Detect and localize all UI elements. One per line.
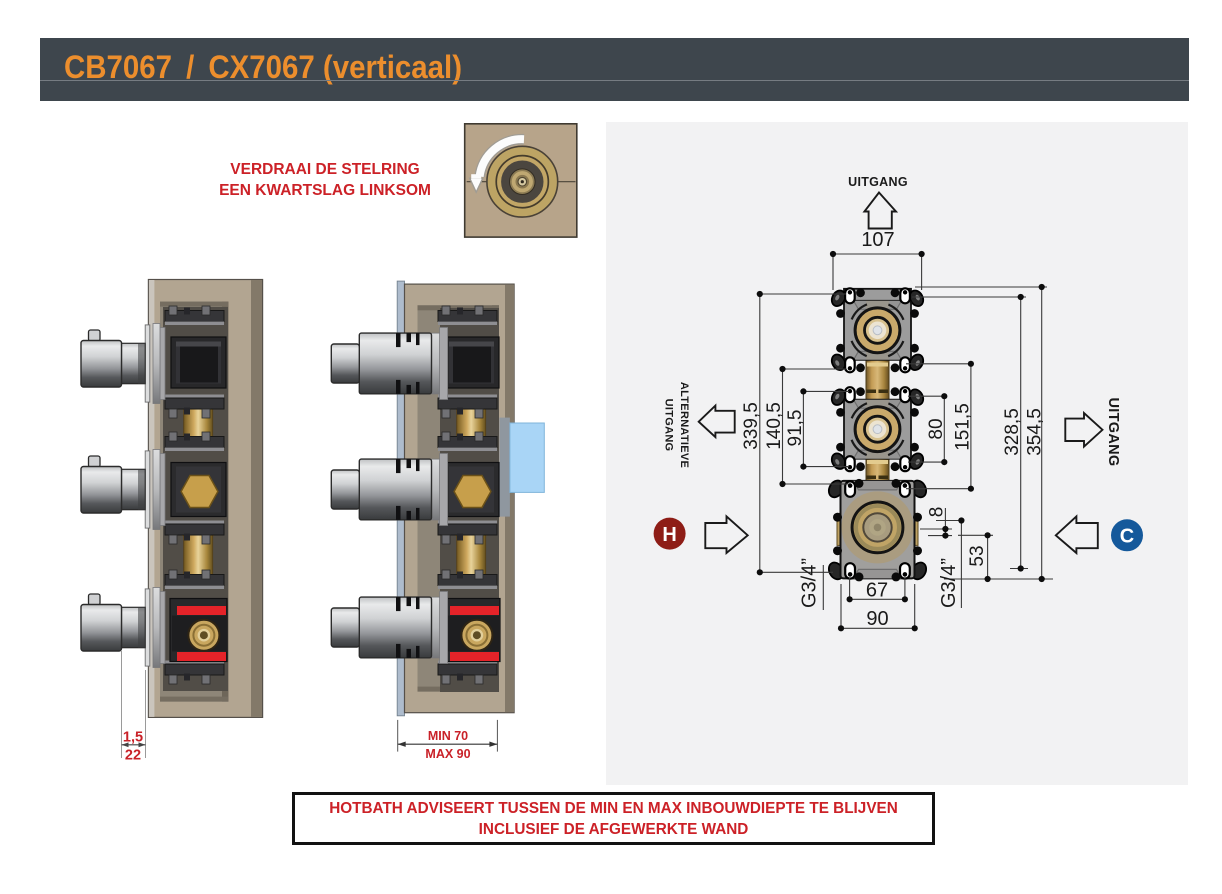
svg-text:140,5: 140,5 bbox=[764, 402, 785, 450]
svg-text:MAX 90: MAX 90 bbox=[425, 747, 470, 761]
svg-text:339,5: 339,5 bbox=[741, 402, 762, 450]
svg-text:1,5: 1,5 bbox=[123, 730, 143, 746]
svg-text:8: 8 bbox=[927, 507, 948, 518]
svg-text:91,5: 91,5 bbox=[785, 410, 806, 447]
svg-text:UITGANG: UITGANG bbox=[848, 175, 908, 189]
svg-text:ALTERNATIEVEUITGANG: ALTERNATIEVEUITGANG bbox=[663, 382, 691, 468]
svg-text:53: 53 bbox=[967, 545, 988, 566]
svg-text:328,5: 328,5 bbox=[1002, 408, 1023, 456]
svg-text:H: H bbox=[662, 524, 676, 546]
svg-text:G3/4”: G3/4” bbox=[938, 558, 960, 608]
svg-text:354,5: 354,5 bbox=[1025, 408, 1046, 456]
svg-text:67: 67 bbox=[866, 580, 888, 602]
svg-text:107: 107 bbox=[861, 229, 894, 251]
svg-text:MIN 70: MIN 70 bbox=[428, 729, 468, 743]
svg-text:C: C bbox=[1120, 526, 1134, 548]
svg-text:UITGANG: UITGANG bbox=[1105, 398, 1121, 467]
svg-text:22: 22 bbox=[125, 748, 141, 764]
svg-text:80: 80 bbox=[926, 418, 947, 439]
svg-text:151,5: 151,5 bbox=[953, 403, 974, 451]
svg-text:G3/4”: G3/4” bbox=[799, 558, 821, 608]
svg-text:90: 90 bbox=[866, 608, 888, 630]
